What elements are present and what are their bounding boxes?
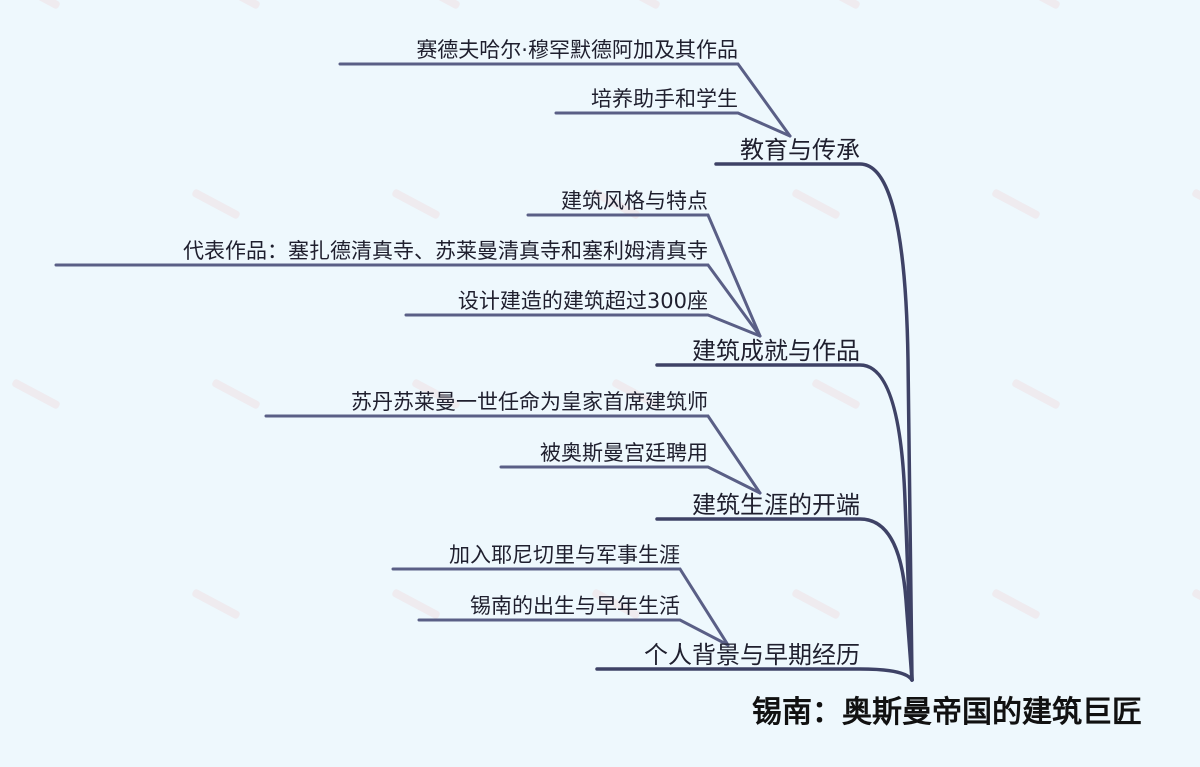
root-node: 锡南：奥斯曼帝国的建筑巨匠 [752, 695, 1142, 730]
connector-line [417, 618, 730, 647]
watermark-mark [1192, 189, 1200, 219]
watermark-mark [212, 379, 260, 409]
connector-line [499, 465, 762, 495]
connector-line [655, 363, 914, 682]
watermark-mark [212, 0, 260, 9]
watermark-mark [592, 189, 640, 219]
watermark-mark [612, 379, 660, 409]
watermark-mark [992, 589, 1040, 619]
connector-line [595, 667, 914, 682]
leaf-node: 建筑风格与特点 [561, 189, 708, 213]
watermark-mark [1012, 379, 1060, 409]
leaf-node: 锡南的出生与早年生活 [470, 594, 680, 618]
branch-node: 教育与传承 [740, 136, 860, 164]
connector-line [264, 414, 762, 495]
watermark-mark [192, 189, 240, 219]
watermark-mark [812, 379, 860, 409]
leaf-node: 培养助手和学生 [591, 87, 738, 111]
branch-node: 建筑生涯的开端 [692, 491, 860, 519]
leaf-node: 加入耶尼切里与军事生涯 [449, 543, 680, 567]
watermark-mark [412, 0, 460, 9]
watermark-mark [592, 589, 640, 619]
connector-line [655, 517, 914, 682]
watermark-mark [192, 589, 240, 619]
leaf-node: 苏丹苏莱曼一世任命为皇家首席建筑师 [351, 390, 708, 414]
watermark-mark [792, 589, 840, 619]
branch-node: 个人背景与早期经历 [644, 641, 860, 669]
watermark-mark [1192, 589, 1200, 619]
watermark-mark [392, 589, 440, 619]
connector-line [404, 313, 762, 338]
watermark-mark [992, 189, 1040, 219]
connector-line [714, 162, 914, 682]
leaf-node: 设计建造的建筑超过300座 [457, 289, 708, 313]
watermark-mark [12, 0, 60, 9]
connector-line [554, 111, 792, 138]
watermark-mark [1012, 0, 1060, 9]
watermark-mark [612, 0, 660, 9]
watermark-mark [792, 189, 840, 219]
leaf-node: 赛德夫哈尔·穆罕默德阿加及其作品 [416, 38, 738, 62]
connector-line [526, 213, 762, 338]
watermark-mark [12, 379, 60, 409]
connector-line [54, 263, 762, 338]
connector-line [338, 62, 792, 138]
leaf-node: 被奥斯曼宫廷聘用 [540, 441, 708, 465]
watermark-mark [392, 189, 440, 219]
leaf-node: 代表作品：塞扎德清真寺、苏莱曼清真寺和塞利姆清真寺 [183, 239, 708, 263]
watermark-mark [812, 0, 860, 9]
connector-line [391, 567, 730, 647]
watermark-mark [412, 379, 460, 409]
branch-node: 建筑成就与作品 [692, 337, 860, 365]
